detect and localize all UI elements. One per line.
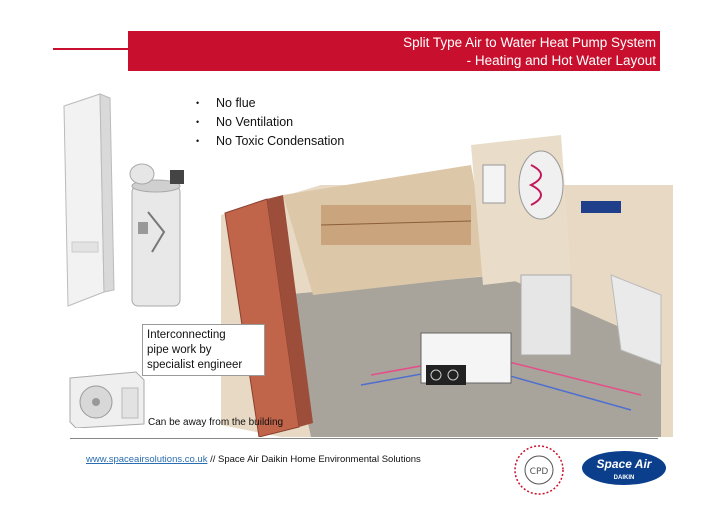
title-line-1: Split Type Air to Water Heat Pump System bbox=[403, 35, 656, 50]
brand-sub: DAIKIN bbox=[614, 475, 635, 481]
cpd-seal-logo: CPD bbox=[514, 445, 564, 495]
page-title: Split Type Air to Water Heat Pump System… bbox=[403, 34, 656, 70]
space-air-logo: Space Air DAIKIN bbox=[582, 451, 666, 485]
accent-line bbox=[53, 48, 128, 50]
bullet-item: •No Toxic Condensation bbox=[196, 134, 345, 148]
bullet-list: •No flue •No Ventilation •No Toxic Conde… bbox=[196, 94, 344, 151]
house-cutaway-image bbox=[221, 135, 673, 437]
website-link[interactable]: www.spaceairsolutions.co.uk bbox=[86, 454, 208, 465]
title-line-2: - Heating and Hot Water Layout bbox=[466, 53, 656, 68]
outdoor-note: Can be away from the building bbox=[148, 417, 284, 428]
bullet-item: •No flue bbox=[196, 96, 256, 110]
indoor-unit-image bbox=[63, 93, 184, 307]
footer: www.spaceairsolutions.co.uk // Space Air… bbox=[86, 454, 421, 465]
footer-divider bbox=[70, 438, 658, 439]
title-bar bbox=[128, 31, 660, 71]
footer-text: // Space Air Daikin Home Environmental S… bbox=[207, 454, 421, 465]
bullet-item: •No Ventilation bbox=[196, 115, 294, 129]
pipework-label: Interconnecting pipe work by specialist … bbox=[142, 324, 265, 376]
outdoor-unit-image bbox=[69, 371, 145, 428]
brand-name: Space Air bbox=[597, 457, 653, 471]
seal-text: CPD bbox=[530, 467, 549, 477]
